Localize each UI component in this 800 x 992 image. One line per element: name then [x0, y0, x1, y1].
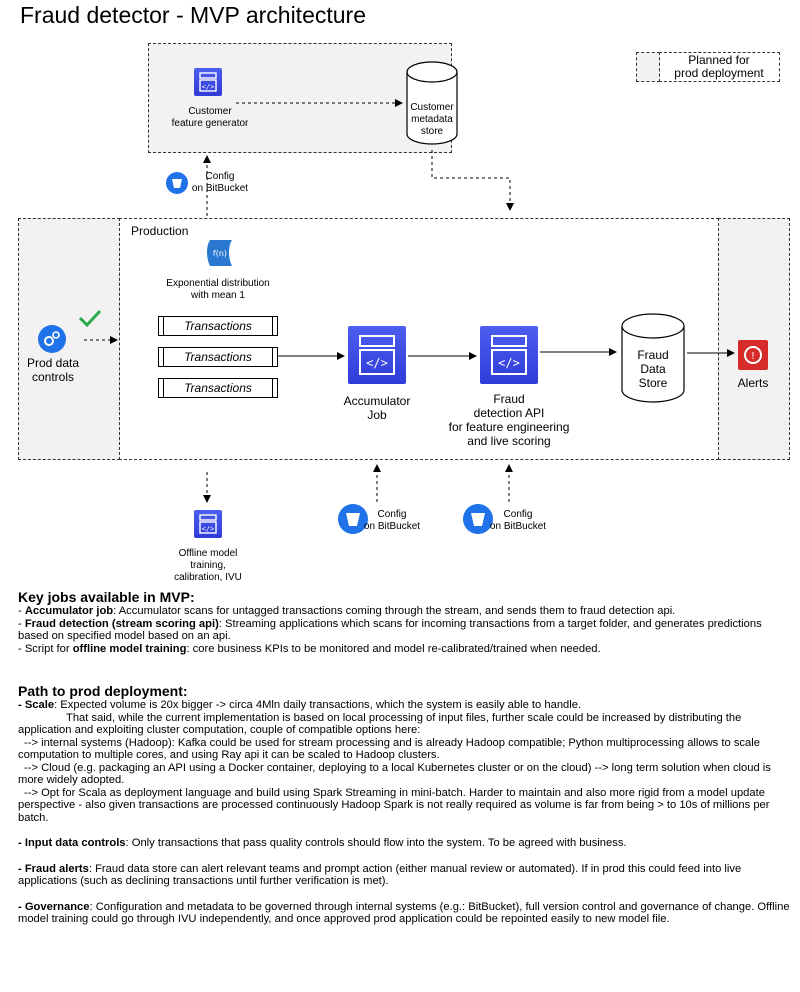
production-label: Production: [131, 224, 189, 238]
fraud-alerts-item: - Fraud alerts: Fraud data store can ale…: [18, 862, 742, 888]
svg-text:f(n): f(n): [213, 249, 227, 258]
path-to-prod-section: Path to prod deployment: - Scale: Expect…: [18, 684, 793, 926]
alerts-region: [718, 218, 790, 460]
connectors: [84, 99, 735, 503]
alert-icon: !: [738, 340, 768, 370]
function-icon: f(n): [207, 240, 232, 266]
input-controls-item: - Input data controls: Only transactions…: [18, 837, 627, 849]
svg-text:</>: </>: [202, 83, 215, 91]
production-region: [119, 218, 719, 460]
customer-features-region: [148, 43, 452, 153]
feature-generator-icon: </>: [194, 68, 222, 96]
fraud-api-icon: </>: [480, 326, 538, 384]
check-icon: [78, 309, 102, 328]
transactions-queue: Transactions: [158, 347, 278, 367]
svg-text:!: !: [751, 351, 755, 362]
bitbucket-icon: [463, 504, 493, 534]
gear-icon: [38, 325, 66, 353]
legend-swatch: [636, 52, 660, 82]
governance-item: - Governance: Configuration and metadata…: [18, 900, 790, 926]
bitbucket-icon: [338, 504, 368, 534]
accumulator-job-icon: </>: [348, 326, 406, 384]
path-heading: Path to prod deployment:: [18, 683, 188, 699]
scale-item: --> Cloud (e.g. packaging an API using a…: [18, 761, 771, 787]
key-jobs-item: - Fraud detection (stream scoring api): …: [18, 617, 762, 643]
page-title: Fraud detector - MVP architecture: [20, 2, 366, 28]
svg-text:</>: </>: [366, 356, 388, 370]
legend-box: [659, 52, 780, 82]
prod-controls-region: [18, 218, 120, 460]
key-jobs-heading: Key jobs available in MVP:: [18, 589, 195, 605]
alerts-label: Alerts: [737, 376, 769, 390]
key-jobs-section: Key jobs available in MVP: - Accumulator…: [18, 590, 793, 655]
offline-training-icon: </>: [194, 510, 222, 538]
key-jobs-item: - Script for offline model training: cor…: [18, 642, 601, 655]
key-jobs-item: - Accumulator job: Accumulator scans for…: [18, 605, 676, 617]
svg-text:</>: </>: [202, 525, 215, 533]
scale-item: --> Opt for Scala as deployment language…: [18, 786, 770, 824]
scale-item: --> internal systems (Hadoop): Kafka cou…: [18, 736, 760, 762]
svg-text:</>: </>: [498, 356, 520, 370]
bitbucket-icon: [166, 172, 188, 194]
scale-item: - Scale: Expected volume is 20x bigger -…: [18, 699, 582, 711]
scale-item: That said, while the current implementat…: [18, 711, 742, 737]
transactions-queue: Transactions: [158, 378, 278, 398]
metadata-store-cylinder: [406, 61, 458, 145]
fraud-store-cylinder: [621, 313, 685, 403]
transactions-queue: Transactions: [158, 316, 278, 336]
